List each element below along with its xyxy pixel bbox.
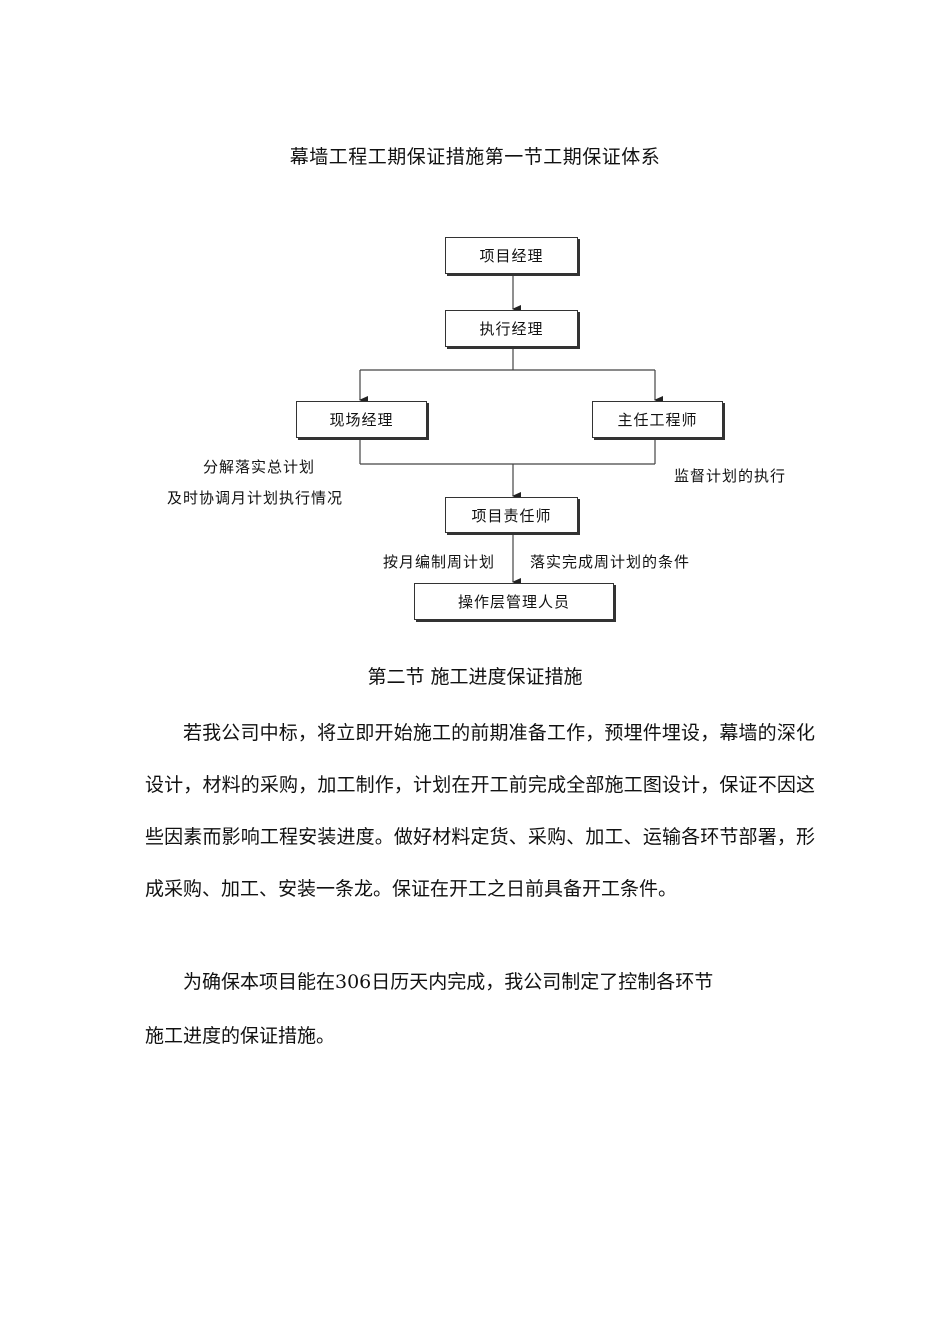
node-operations-staff: 操作层管理人员 xyxy=(414,583,614,620)
paragraph-3: 施工进度的保证措施。 xyxy=(145,1025,336,1047)
note-right: 监督计划的执行 xyxy=(674,467,787,485)
node-chief-engineer: 主任工程师 xyxy=(592,401,723,438)
section-heading: 第二节 施工进度保证措施 xyxy=(367,666,583,688)
note-left-1: 分解落实总计划 xyxy=(203,458,316,476)
node-executive-manager: 执行经理 xyxy=(445,310,578,347)
note-left-2: 及时协调月计划执行情况 xyxy=(167,489,344,507)
node-responsible-engineer: 项目责任师 xyxy=(445,497,578,533)
flowchart-connectors xyxy=(359,274,663,586)
paragraph-2: 为确保本项目能在306日历天内完成，我公司制定了控制各环节 xyxy=(183,971,714,993)
paragraph-1: 若我公司中标，将立即开始施工的前期准备工作，预埋件埋设，幕墙的深化设计，材料的采… xyxy=(145,722,815,900)
document-title: 幕墙工程工期保证措施第一节工期保证体系 xyxy=(289,146,661,168)
node-site-manager: 现场经理 xyxy=(296,401,427,438)
node-project-manager: 项目经理 xyxy=(445,237,578,274)
note-mid-left: 按月编制周计划 xyxy=(383,553,496,571)
note-mid-right: 落实完成周计划的条件 xyxy=(530,553,691,571)
